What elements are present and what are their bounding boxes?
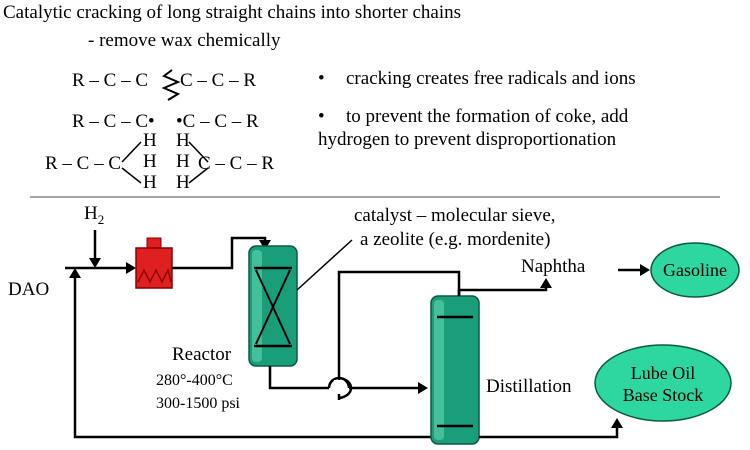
arrow-head: [540, 278, 552, 288]
bond-line: [188, 141, 209, 163]
hydrogenated-right: C – C – R: [198, 153, 275, 174]
arrow-head: [69, 268, 81, 278]
hydrogen-atom: H: [176, 151, 190, 172]
recycle-top-line: [337, 270, 461, 400]
catalyst-label-2: a zeolite (e.g. mordenite): [360, 229, 551, 250]
lube-oil-product: [594, 344, 732, 422]
arrow-head: [259, 240, 271, 250]
heater-coil: [137, 267, 172, 284]
hydrogen-atom: H: [176, 172, 190, 193]
bullet-dot: •: [318, 68, 325, 89]
catalyst-pointer: [296, 239, 353, 291]
recycle-bottom-line: [73, 276, 431, 439]
bullet-radicals: cracking creates free radicals and ions: [346, 68, 636, 89]
arrow-head: [611, 418, 623, 428]
heater-body: [135, 247, 173, 289]
bullet-coke: to prevent the formation of coke, add: [346, 106, 629, 127]
reactor-label: Reactor: [172, 344, 232, 365]
gasoline-label: Gasoline: [663, 260, 727, 280]
radical-right: •C – C – R: [176, 111, 259, 132]
bond-line: [121, 167, 142, 184]
lube-oil-label-line2: Base Stock: [622, 385, 704, 405]
reactor-temp-label: 280°-400°C: [156, 372, 233, 389]
lube-oil-label-line1: Lube Oil: [630, 363, 696, 383]
hydrogen-atom: H: [143, 172, 157, 193]
gasoline-product: [650, 242, 740, 298]
h2-label: H2: [84, 203, 105, 227]
arrow-head: [89, 258, 101, 268]
distillation-label: Distillation: [486, 376, 572, 397]
radical-left: R – C – C•: [72, 111, 155, 132]
chain-row1-left: R – C – C: [72, 70, 149, 91]
hydrogen-atom: H: [176, 130, 190, 151]
bond-line: [121, 141, 142, 163]
bond-line: [188, 167, 209, 184]
naphtha-label: Naphtha: [521, 256, 586, 277]
lube-oil-label: Lube Oil Base Stock: [595, 362, 731, 406]
reactor-to-distillation-line: [268, 366, 329, 390]
reactor-pressure-label: 300-1500 psi: [156, 395, 240, 412]
bullet-dot: •: [318, 106, 325, 127]
hydrogenated-left: R – C – C: [45, 153, 122, 174]
bond-break-zigzag: [161, 69, 181, 101]
hydrogen-atom: H: [143, 151, 157, 172]
dao-label: DAO: [8, 279, 50, 300]
heater-chimney: [146, 237, 162, 249]
catalyst-label: catalyst – molecular sieve,: [354, 205, 556, 226]
arrow-head: [418, 382, 428, 394]
hydrogen-atom: H: [143, 130, 157, 151]
arrow-head: [640, 264, 650, 276]
arrow-head: [126, 262, 136, 274]
bullet-hydrogen: hydrogen to prevent disproportionation: [318, 129, 617, 150]
slide-subtitle: - remove wax chemically: [88, 30, 281, 51]
slide-title: Catalytic cracking of long straight chai…: [3, 2, 461, 23]
reactor-bed-cross: [255, 269, 291, 345]
chain-row1-right: C – C – R: [180, 70, 257, 91]
lube-outlet-line: [479, 424, 619, 439]
naphtha-outlet-line: [457, 284, 548, 296]
